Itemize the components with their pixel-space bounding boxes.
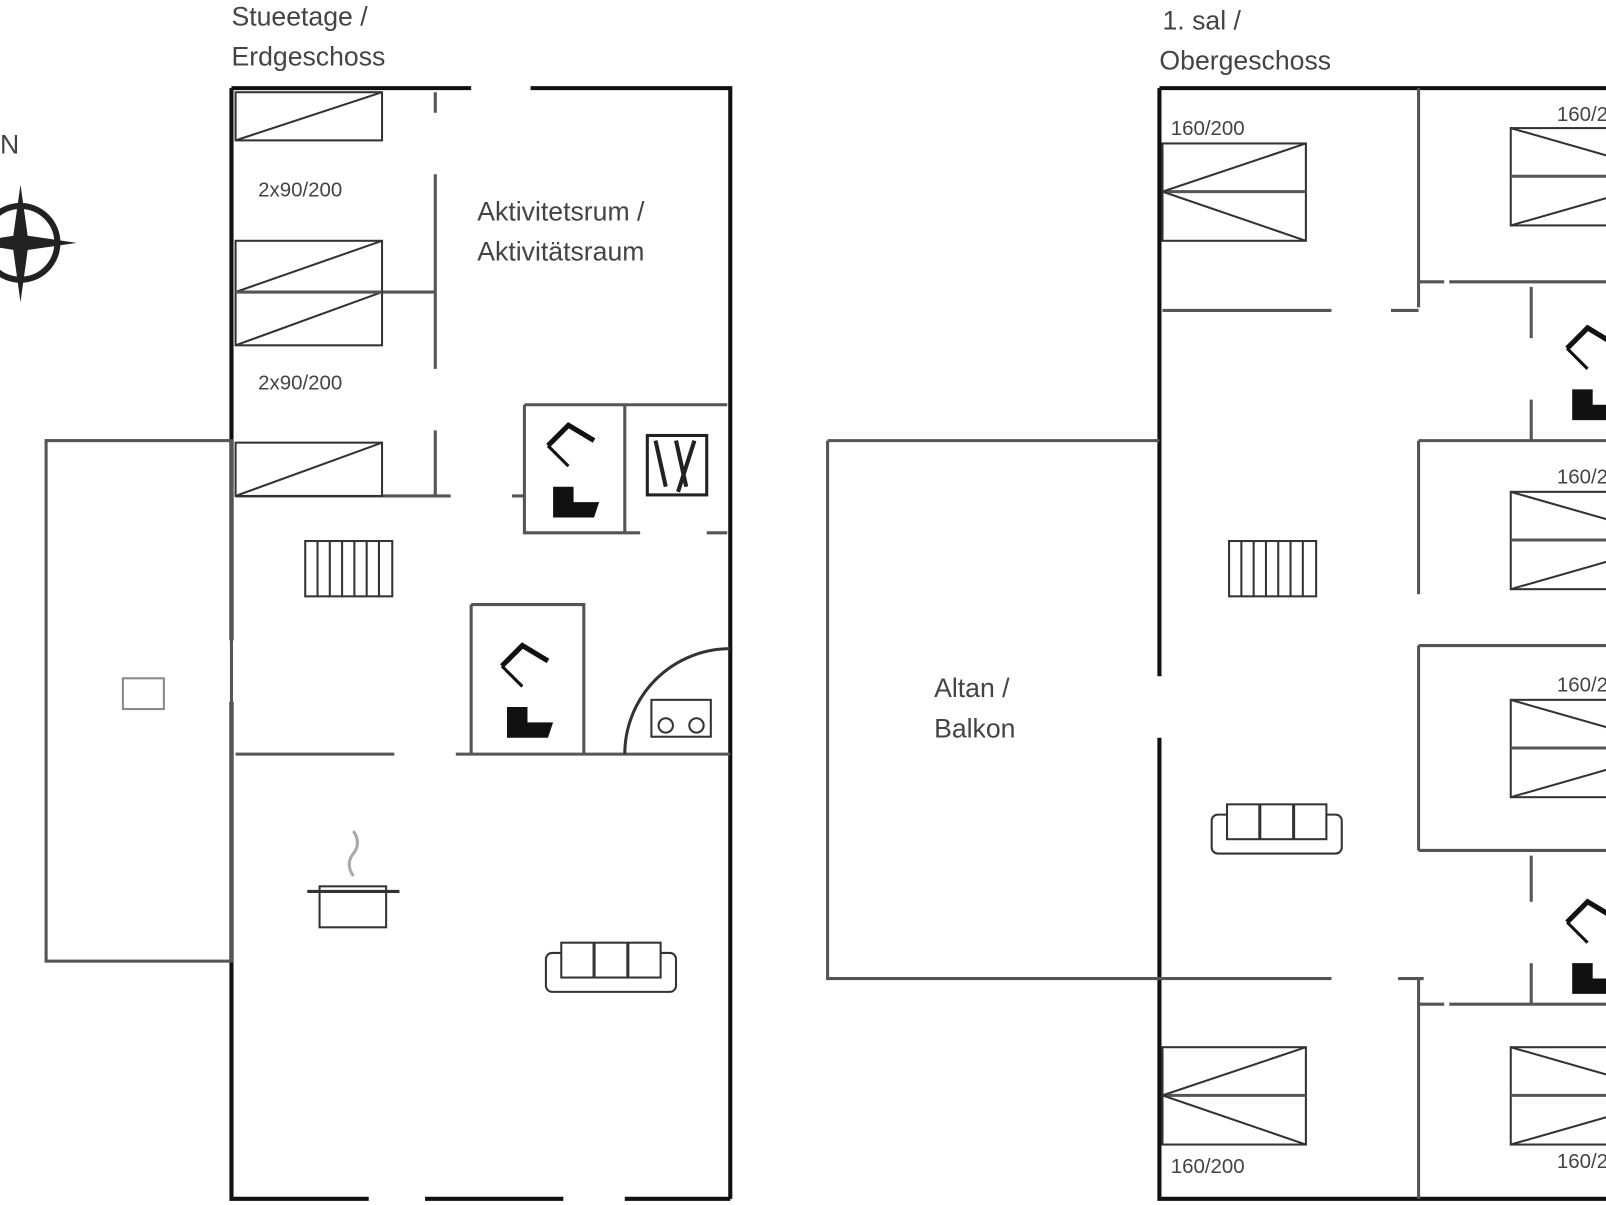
ground-floor-title: Stueetage / [231, 2, 368, 32]
toilet-icon [502, 646, 553, 738]
bed-icon [1509, 1045, 1606, 1147]
toilet-icon [1567, 902, 1606, 994]
bed-size-label: 160/200 [1171, 117, 1245, 140]
bed-size-label: 2x90/200 [258, 371, 342, 394]
upper-floor-title-de: Obergeschoss [1159, 46, 1331, 76]
stove-pot-icon [307, 830, 400, 929]
ground-floor-title-de: Erdgeschoss [231, 42, 385, 72]
bed-icon [1160, 141, 1308, 243]
balcony-label: Altan / [934, 673, 1010, 703]
bed-size-label: 2x90/200 [258, 179, 342, 202]
north-label: N [0, 130, 19, 160]
ground-floor-plan: Stueetage / Erdgeschoss 2x90/200 2x90/20… [44, 2, 733, 1201]
bed-icon [1160, 1045, 1308, 1147]
stairs-icon [1228, 539, 1318, 598]
balcony-label-de: Balkon [934, 714, 1015, 744]
terrace [44, 439, 234, 963]
toilet-icon [1567, 328, 1606, 420]
sofa-icon [544, 941, 678, 994]
upper-floor-plan: 1. sal / Obergeschoss Altan / Balkon 160… [826, 6, 1606, 1201]
bed-size-label: 160/200 [1557, 1150, 1606, 1173]
compass-icon [0, 184, 77, 303]
stairs-icon [304, 539, 394, 598]
bed-icon [1509, 490, 1606, 591]
door-arc [623, 647, 731, 755]
washer-icon [650, 698, 712, 738]
bed-size-label: 160/200 [1171, 1155, 1245, 1178]
room-label-de: Aktivitätsraum [477, 236, 644, 266]
room-label: Aktivitetsrum / [477, 196, 645, 226]
bed-icon [1509, 698, 1606, 799]
bed-icon [1509, 126, 1606, 227]
bed-size-label: 160/200 [1557, 103, 1606, 126]
sofa-icon [1210, 802, 1344, 856]
toilet-icon [548, 425, 599, 517]
bed-icon [234, 91, 384, 497]
upper-floor-title: 1. sal / [1163, 6, 1242, 36]
shower-icon [645, 433, 709, 497]
bed-size-label: 160/200 [1557, 674, 1606, 697]
bed-size-label: 160/200 [1557, 466, 1606, 489]
